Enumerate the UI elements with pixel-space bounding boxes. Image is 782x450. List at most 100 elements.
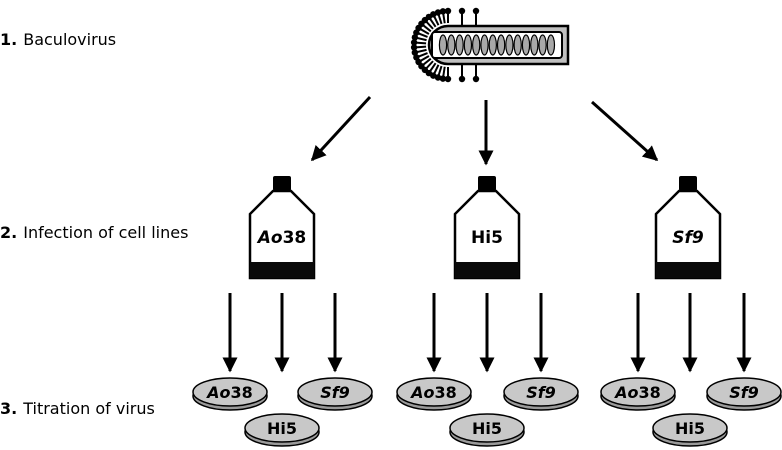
virus-spike-tip [410, 39, 418, 46]
plate-label-italic: Ao [205, 383, 230, 402]
plate-label-plain: 38 [435, 383, 457, 402]
arrow-to-ao38 [310, 95, 372, 162]
plate-label-plain: Hi5 [472, 419, 502, 438]
capsid-segment [521, 34, 531, 56]
plate-label-italic: Ao [613, 383, 638, 402]
capsid-segment [472, 34, 481, 56]
plate-label: Hi5 [675, 419, 705, 438]
plate-label-italic: Sf9 [320, 383, 350, 402]
titration-plate: Hi5 [244, 413, 320, 447]
plate-label-plain: Hi5 [267, 419, 297, 438]
titration-plate: Sf9 [297, 377, 373, 411]
bottle-label: Ao38 [256, 228, 307, 248]
step-1-label: 1. Baculovirus [0, 30, 116, 49]
step-text: Titration of virus [23, 399, 155, 418]
plate-label-plain: 38 [639, 383, 661, 402]
bottle-label: Hi5 [471, 228, 503, 248]
titration-plate: Sf9 [503, 377, 579, 411]
titration-plate: Sf9 [706, 377, 782, 411]
virus-spike-tip [472, 75, 480, 83]
plate-surface [297, 377, 373, 407]
bottle-label-italic: Sf9 [672, 228, 704, 248]
infection-arrows [310, 95, 659, 166]
bottle-label-plain: Hi5 [471, 228, 503, 248]
plate-label: Sf9 [526, 383, 556, 402]
plate-label-plain: 38 [231, 383, 253, 402]
step-text: Baculovirus [23, 30, 117, 49]
bottle-label-plain: 38 [283, 228, 307, 248]
virus-spike-tip [413, 29, 420, 36]
step-text: Infection of cell lines [23, 223, 189, 242]
virus-spike-tip [458, 75, 466, 83]
plate-label-italic: Sf9 [526, 383, 556, 402]
plate-label: Ao38 [205, 383, 253, 402]
virus-spike-tip [434, 74, 442, 81]
cell-line-bottles: Ao38 Hi5 Sf9 [248, 176, 722, 280]
plate-surface [503, 377, 579, 407]
plate-label: Hi5 [472, 419, 502, 438]
titration-plate: Ao38 [600, 377, 676, 411]
step-3-label: 3. Titration of virus [0, 399, 155, 418]
baculovirus-icon [410, 7, 570, 83]
step-number: 2. [0, 223, 18, 242]
plate-surface [449, 413, 525, 443]
titration-plate: Hi5 [652, 413, 728, 447]
capsid-segment [496, 34, 506, 56]
virus-spike-tip [472, 7, 480, 15]
capsid-segment [455, 34, 464, 56]
capsid-segment [463, 34, 473, 56]
capsid-segment [530, 34, 539, 56]
plate-surface [396, 377, 472, 407]
bottle-label: Sf9 [672, 228, 704, 248]
bottle-sf9: Sf9 [654, 176, 722, 280]
virus-spike-tip [458, 7, 466, 15]
virus-spike-tip [444, 75, 452, 83]
bottle-ao38: Ao38 [248, 176, 316, 280]
bottle-hi5: Hi5 [453, 176, 521, 280]
bottle-cap [478, 176, 496, 191]
virus-spike-tip [444, 7, 452, 15]
bottle-label-italic: Ao [256, 228, 283, 248]
virus-spike-tip [411, 34, 419, 41]
plate-label: Ao38 [613, 383, 661, 402]
bottle-cap [273, 176, 291, 191]
step-number: 3. [0, 399, 18, 418]
titration-plate: Ao38 [192, 377, 268, 411]
capsid-segment [538, 34, 547, 56]
plate-surface [600, 377, 676, 407]
plate-label-italic: Ao [409, 383, 434, 402]
bottle-medium [250, 262, 314, 278]
plate-label: Ao38 [409, 383, 457, 402]
capsid-segment [513, 34, 522, 56]
arrow-to-sf9 [591, 100, 659, 162]
bottle-cap [679, 176, 697, 191]
plate-surface [706, 377, 782, 407]
virus-spike-tip [439, 75, 447, 82]
titration-plate: Ao38 [396, 377, 472, 411]
plate-label: Sf9 [729, 383, 759, 402]
capsid-segment [438, 34, 448, 56]
capsid-segment [447, 34, 456, 56]
titration-plate: Hi5 [449, 413, 525, 447]
plate-label-plain: Hi5 [675, 419, 705, 438]
virus-spike-tip [410, 44, 418, 51]
capsid-segment [546, 34, 556, 56]
step-2-label: 2. Infection of cell lines [0, 223, 188, 242]
bottle-medium [455, 262, 519, 278]
capsid-segment [505, 34, 514, 56]
titration-arrows [222, 293, 752, 373]
virus-spike-tip [411, 49, 419, 56]
plate-surface [652, 413, 728, 443]
plate-label: Hi5 [267, 419, 297, 438]
virus-spike-tip [439, 8, 447, 15]
plate-label: Sf9 [320, 383, 350, 402]
capsid-segment [480, 34, 489, 56]
plate-surface [244, 413, 320, 443]
capsid-segment [488, 34, 497, 56]
plate-label-italic: Sf9 [729, 383, 759, 402]
step-number: 1. [0, 30, 18, 49]
bottle-medium [656, 262, 720, 278]
plate-surface [192, 377, 268, 407]
